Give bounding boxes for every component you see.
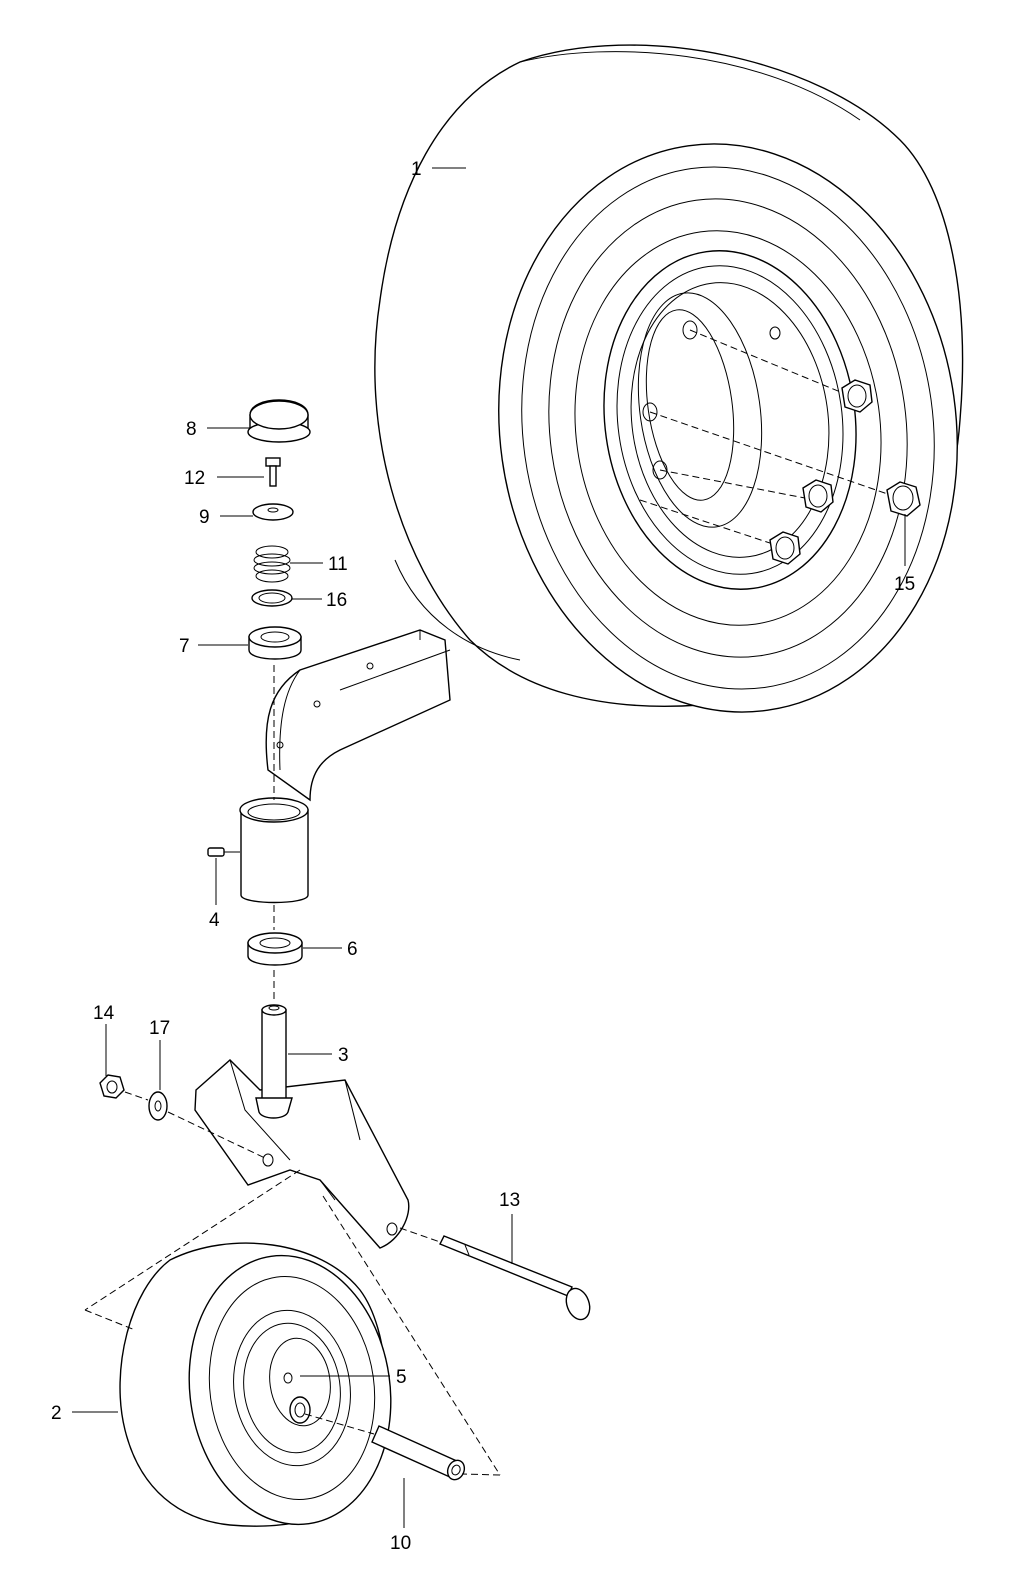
callout-16: 16 [326,590,347,611]
callout-4: 4 [209,910,220,931]
callout-5: 5 [396,1367,407,1388]
axle-tube-10 [371,1425,466,1481]
callout-13: 13 [499,1190,520,1211]
leader-lines [72,167,906,1528]
callout-11: 11 [328,554,348,575]
callout-2: 2 [51,1403,62,1424]
lock-nut-14 [99,1074,125,1099]
callout-17: 17 [149,1018,170,1039]
grease-fitting-4 [207,847,240,857]
caster-housing-tube [239,797,309,904]
callout-7: 7 [179,636,190,657]
spring-11 [253,545,291,583]
callout-1: 1 [411,159,422,180]
callout-labels: 1 2 3 4 5 6 7 8 9 10 11 12 13 14 15 16 1… [51,159,915,1554]
callout-14: 14 [93,1003,115,1024]
callout-6: 6 [347,939,358,960]
bearing-6 [247,932,303,966]
callout-10: 10 [390,1533,411,1554]
bolt-12 [265,457,281,487]
caster-arm [265,629,451,802]
wheel-lug-nuts [769,379,873,565]
lug-nut-15 [886,481,921,517]
washer-9 [252,503,294,521]
callout-8: 8 [186,419,197,440]
axle-bolt-13 [439,1235,591,1321]
bearing-7 [248,626,302,660]
callout-15: 15 [894,574,915,595]
dust-cap-8 [247,399,311,443]
shim-16 [251,589,293,607]
callout-3: 3 [338,1045,349,1066]
callout-12: 12 [184,468,205,489]
callout-9: 9 [199,507,210,528]
drive-wheel [374,44,964,713]
caster-wheel-2 [119,1242,392,1527]
caster-fork-3 [194,1004,410,1249]
washer-17 [148,1091,168,1121]
